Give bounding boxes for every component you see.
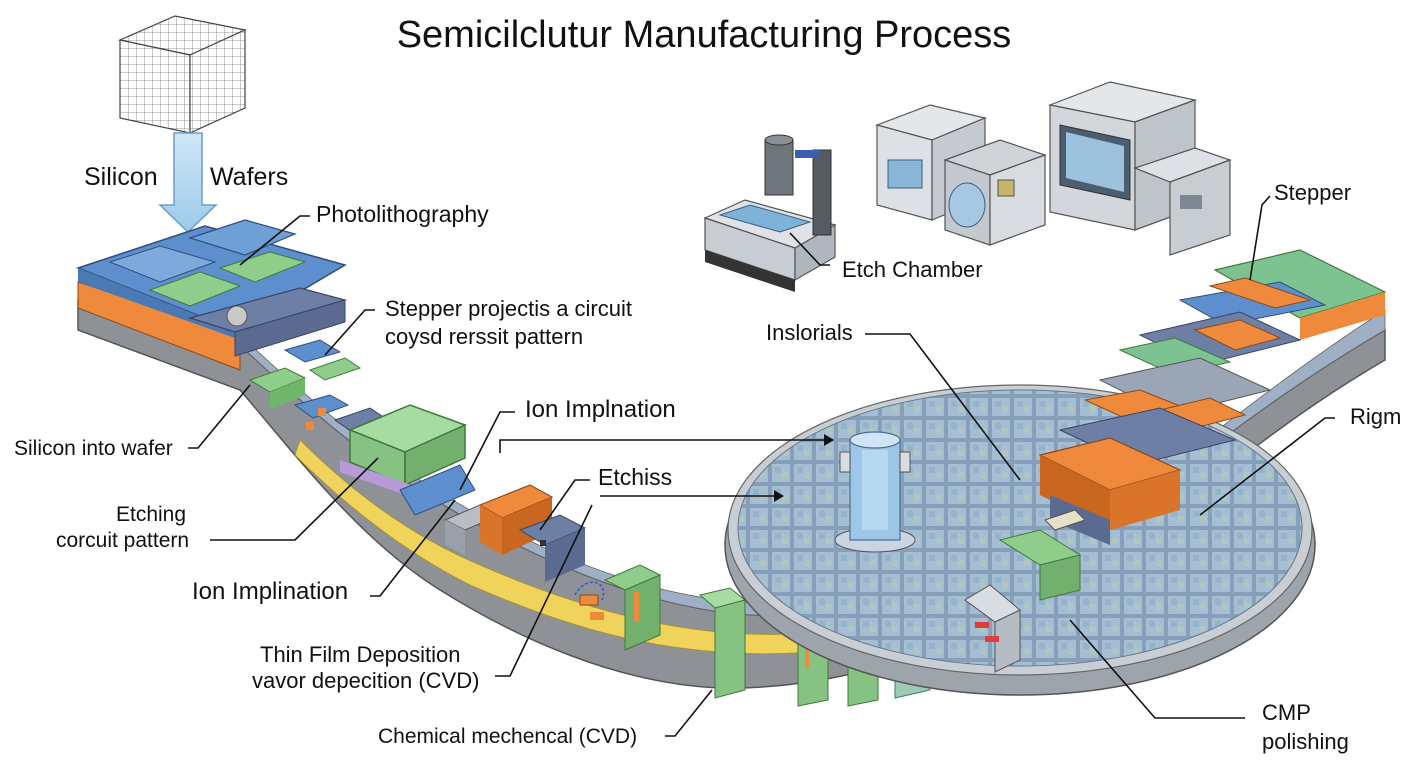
label-rigm: Rigm — [1350, 404, 1402, 429]
label-stepper-projects-line2: coysd rerssit pattern — [385, 324, 584, 349]
leader-lines — [188, 195, 1335, 737]
leader-rigm — [1199, 417, 1335, 516]
silicon-ingot-cube — [118, 15, 247, 134]
arrowhead-icon — [774, 490, 784, 502]
mid-blocks — [443, 484, 587, 582]
label-stepper: Stepper — [1274, 180, 1352, 205]
leader-ion-implnation-wafer — [499, 439, 830, 453]
wafer-chuck — [834, 431, 916, 553]
label-chemical-mechencal: Chemical mechencal (CVD) — [378, 725, 638, 748]
label-ion-implination: Ion Implination — [192, 578, 349, 605]
leader-ion-implination — [370, 499, 456, 597]
deposition-tools — [875, 104, 1047, 246]
label-cmp-line1: CMP — [1262, 700, 1311, 725]
left-block-stack — [75, 219, 348, 357]
leader-ion-implnation-top — [459, 411, 515, 491]
leader-thin-film — [495, 504, 593, 677]
right-ramp-blocks — [964, 249, 1387, 673]
label-photolithography: Photolithography — [316, 201, 489, 227]
leader-photolithography — [239, 215, 310, 266]
label-etchiss: Etchiss — [598, 464, 673, 490]
leader-inslorials — [865, 333, 1021, 481]
leader-cmp — [1069, 619, 1245, 719]
stepper-machine — [1047, 81, 1232, 256]
leader-etchiss — [539, 479, 590, 531]
arrowhead-icon — [824, 434, 834, 446]
label-silicon: Silicon — [84, 163, 158, 191]
small-blocks-group — [248, 339, 390, 433]
label-etching-line1: Etching — [116, 503, 187, 526]
label-thin-film-line2: vavor depecition (CVD) — [252, 668, 480, 693]
leader-silicon-into-wafer — [188, 384, 251, 449]
leader-stepper-projects — [324, 309, 375, 356]
label-cmp-line2: polishing — [1262, 729, 1349, 754]
page-title: Semicilclutur Manufacturing Process — [396, 14, 1012, 56]
leader-etching — [210, 457, 379, 541]
label-etching-line2: corcuit pattern — [56, 529, 190, 552]
label-thin-film-line1: Thin Film Deposition — [260, 642, 461, 667]
etch-chamber-machine — [703, 134, 837, 292]
label-ion-implnation: Ion Implnation — [525, 396, 676, 423]
leader-stepper — [1249, 195, 1271, 281]
label-stepper-projects-line1: Stepper projectis a circuit — [385, 296, 632, 321]
label-wafers: Wafers — [210, 163, 289, 191]
leader-chemical — [665, 689, 713, 737]
label-etch-chamber: Etch Chamber — [842, 257, 983, 282]
label-silicon-into-wafer: Silicon into wafer — [14, 437, 173, 460]
label-inslorials: Inslorials — [766, 320, 853, 345]
leader-etch-chamber — [789, 232, 830, 266]
down-arrow-icon — [158, 132, 218, 234]
